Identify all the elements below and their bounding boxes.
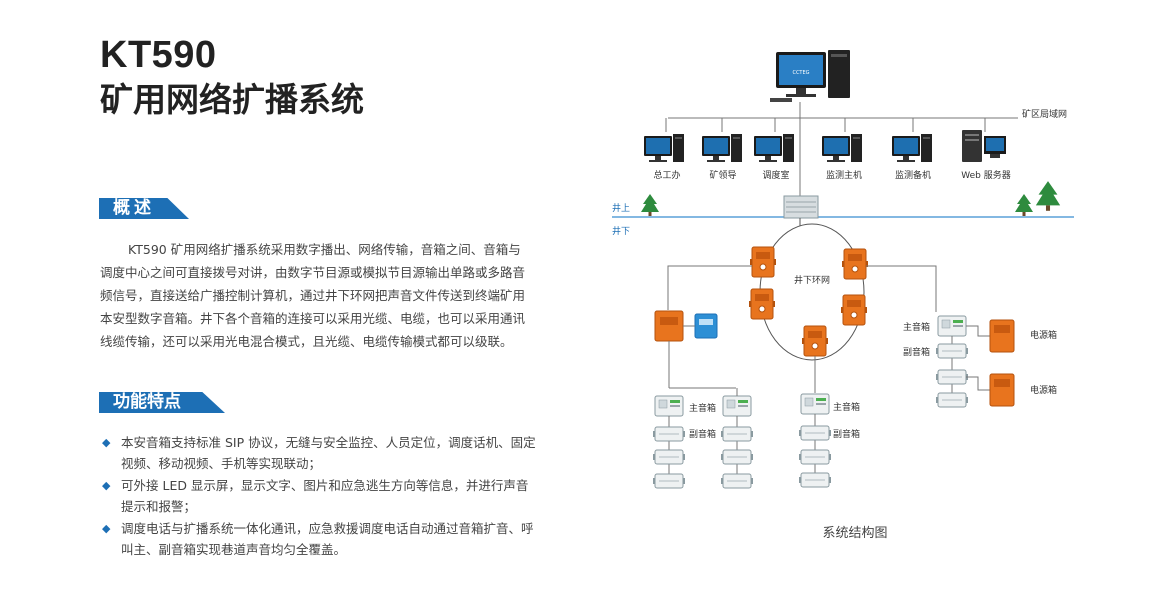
sub-box-label: 副音箱 bbox=[833, 428, 860, 440]
diamond-bullet-icon: ◆ bbox=[102, 436, 111, 449]
sub-box-label: 副音箱 bbox=[689, 428, 716, 440]
main-speaker-box-icon bbox=[654, 395, 684, 417]
features-heading: 功能特点 bbox=[99, 392, 225, 413]
sub-speaker-box-icon bbox=[935, 343, 969, 359]
orange-cabinet-icon bbox=[654, 310, 684, 342]
web-server-icon bbox=[962, 130, 1006, 162]
overview-heading: 概述 bbox=[99, 198, 189, 219]
system-diagram: CCTEG 矿区局域网 总工办 矿领导 调度室 监测主机 监测备机 Web bbox=[612, 50, 1074, 489]
ring-label: 井下环网 bbox=[794, 274, 830, 286]
main-speaker-box-icon bbox=[937, 315, 967, 337]
diamond-bullet-icon: ◆ bbox=[102, 522, 111, 535]
main-box-label: 主音箱 bbox=[833, 401, 860, 413]
ring-node-box-icon bbox=[841, 248, 869, 280]
sub-speaker-box-icon bbox=[798, 449, 832, 465]
ring-node-box-icon bbox=[749, 246, 777, 278]
ring-node-box-icon bbox=[748, 288, 776, 320]
sub-speaker-box-icon bbox=[935, 369, 969, 385]
lan-label: 矿区局域网 bbox=[1022, 108, 1067, 120]
sub-speaker-box-icon bbox=[652, 449, 686, 465]
computer-icon-zonggongban bbox=[644, 134, 684, 162]
computer-label: 总工办 bbox=[653, 169, 680, 181]
computer-icon-jiance-zhuji bbox=[822, 134, 862, 162]
page-title: 矿用网络扩播系统 bbox=[100, 80, 364, 119]
diagram-caption: 系统结构图 bbox=[822, 526, 888, 541]
product-model: KT590 bbox=[100, 34, 217, 76]
sub-speaker-box-icon bbox=[720, 473, 754, 489]
feature-item: ◆ 本安音箱支持标准 SIP 协议，无缝与安全监控、人员定位，调度话机、固定视频、… bbox=[100, 432, 540, 474]
computer-label: 监测备机 bbox=[895, 169, 931, 181]
broadcast-control-computer-icon: CCTEG bbox=[770, 50, 850, 102]
sub-speaker-box-icon bbox=[935, 392, 969, 408]
feature-text: 调度电话与扩播系统一体化通讯，应急救援调度电话自动通过音箱扩音、呼叫主、副音箱实… bbox=[121, 521, 534, 557]
computer-icon-kuanglingdao bbox=[702, 134, 742, 162]
svg-text:CCTEG: CCTEG bbox=[792, 70, 809, 76]
feature-text: 本安音箱支持标准 SIP 协议，无缝与安全监控、人员定位，调度话机、固定视频、移… bbox=[121, 435, 536, 471]
ring-node-box-icon bbox=[840, 294, 868, 326]
feature-item: ◆ 可外接 LED 显示屏，显示文字、图片和应急逃生方向等信息，并进行声音提示和报… bbox=[100, 475, 540, 517]
power-box-icon bbox=[989, 319, 1015, 353]
sub-speaker-box-icon bbox=[652, 426, 686, 442]
main-box-label: 主音箱 bbox=[903, 321, 930, 333]
feature-text: 可外接 LED 显示屏，显示文字、图片和应急逃生方向等信息，并进行声音提示和报警… bbox=[121, 478, 529, 514]
computer-label: 监测主机 bbox=[826, 169, 862, 181]
computer-label: 矿领导 bbox=[709, 169, 736, 181]
tree-icon bbox=[1015, 194, 1033, 216]
main-box-label: 主音箱 bbox=[689, 402, 716, 414]
sub-speaker-box-icon bbox=[720, 449, 754, 465]
feature-item: ◆ 调度电话与扩播系统一体化通讯，应急救援调度电话自动通过音箱扩音、呼叫主、副音箱… bbox=[100, 518, 540, 560]
computer-label: Web 服务器 bbox=[961, 169, 1010, 181]
computer-icon-jiance-beiji bbox=[892, 134, 932, 162]
power-box-icon bbox=[989, 373, 1015, 407]
below-ground-label: 井下 bbox=[612, 225, 630, 237]
ring-node-box-icon bbox=[801, 325, 829, 357]
main-speaker-box-icon bbox=[722, 395, 752, 417]
power-box-label: 电源箱 bbox=[1030, 329, 1057, 341]
above-ground-label: 井上 bbox=[612, 202, 630, 214]
network-switch-icon bbox=[783, 195, 819, 219]
feature-list: ◆ 本安音箱支持标准 SIP 协议，无缝与安全监控、人员定位，调度话机、固定视频、… bbox=[100, 432, 540, 561]
computer-label: 调度室 bbox=[762, 169, 789, 181]
tree-icon bbox=[1035, 181, 1061, 211]
sub-speaker-box-icon bbox=[720, 426, 754, 442]
overview-text: KT590 矿用网络扩播系统采用数字播出、网络传输，音箱之间、音箱与调度中心之间… bbox=[100, 242, 526, 349]
sub-box-label: 副音箱 bbox=[903, 346, 930, 358]
computer-icon-diaoduishi bbox=[754, 134, 794, 162]
tree-icon bbox=[641, 194, 659, 216]
diamond-bullet-icon: ◆ bbox=[102, 479, 111, 492]
power-box-label: 电源箱 bbox=[1030, 384, 1057, 396]
sub-speaker-box-icon bbox=[798, 472, 832, 488]
blue-device-icon bbox=[694, 313, 718, 339]
sub-speaker-box-icon bbox=[798, 425, 832, 441]
sub-speaker-box-icon bbox=[652, 473, 686, 489]
main-speaker-box-icon bbox=[800, 393, 830, 415]
